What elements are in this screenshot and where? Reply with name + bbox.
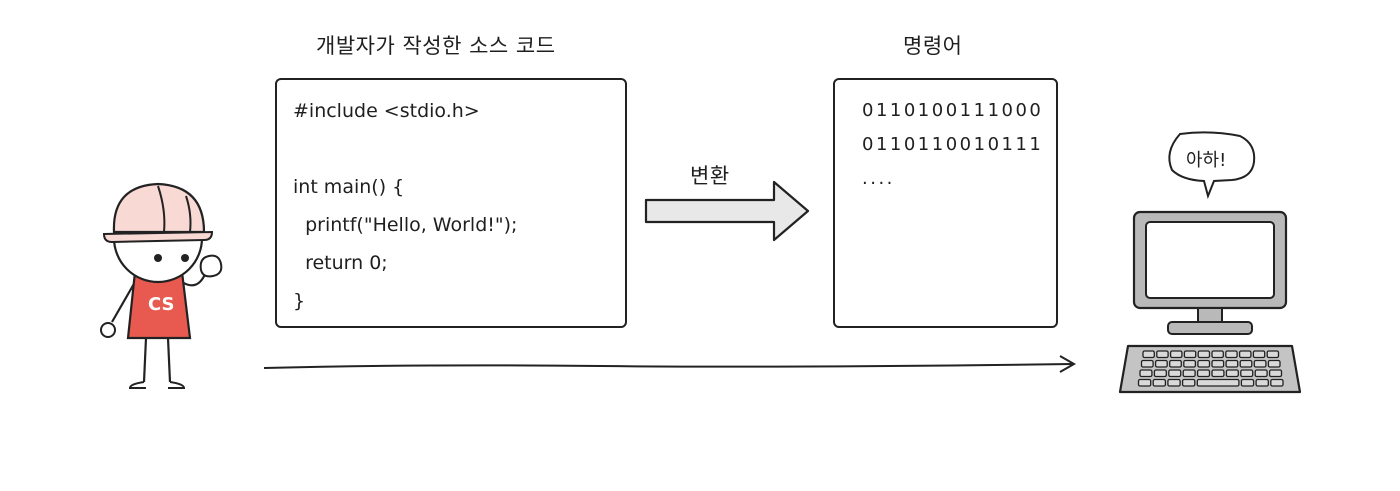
- keyboard-key: [1211, 350, 1224, 359]
- keyboard-key: [1137, 378, 1152, 387]
- source-code-title: 개발자가 작성한 소스 코드: [316, 34, 556, 58]
- keyboard-key: [1183, 359, 1197, 368]
- keyboard-key: [1142, 350, 1155, 359]
- keyboard-key: [1254, 369, 1268, 378]
- keyboard-key: [1153, 369, 1167, 378]
- keyboard-key: [1152, 378, 1167, 387]
- binary-line: ....: [862, 168, 895, 189]
- binary-line: 0110100111000: [862, 100, 1044, 121]
- keyboard-key: [1238, 350, 1252, 359]
- keyboard-key: [1225, 369, 1239, 378]
- keyboard-key: [1253, 359, 1267, 368]
- keyboard-key: [1197, 359, 1211, 368]
- keyboard-key: [1211, 359, 1225, 368]
- speech-bubble-text: 아하!: [1186, 150, 1227, 171]
- code-line: printf("Hello, World!");: [293, 214, 518, 236]
- keyboard-key: [1140, 359, 1154, 368]
- keyboard-key: [1167, 378, 1181, 387]
- developer-badge: CS: [148, 294, 175, 315]
- keyboard-key: [1182, 369, 1196, 378]
- keyboard-key: [1181, 378, 1196, 387]
- helmet: [112, 182, 206, 234]
- keyboard-key: [1225, 350, 1238, 359]
- keyboard-key: [1183, 350, 1197, 359]
- keyboard-key: [1211, 369, 1225, 378]
- keyboard-key: [1225, 359, 1239, 368]
- keyboard-key: [1196, 369, 1211, 378]
- keyboard-key: [1169, 359, 1182, 368]
- keyboard-key: [1139, 369, 1153, 378]
- keyboard-key: [1156, 350, 1169, 359]
- keyboard-key: [1239, 359, 1253, 368]
- code-line: #include <stdio.h>: [293, 100, 480, 122]
- keyboard-key: [1267, 359, 1281, 368]
- keyboard-key: [1268, 369, 1283, 378]
- code-line: int main() {: [293, 176, 405, 198]
- keyboard-key: [1270, 378, 1284, 387]
- binary-line: 0110110010111: [862, 134, 1044, 155]
- keyboard-key: [1240, 369, 1254, 378]
- source-code-box: #include <stdio.h> int main() { printf("…: [275, 78, 627, 328]
- instruction-title: 명령어: [903, 34, 963, 58]
- keyboard-spacebar: [1196, 378, 1240, 387]
- keyboard-key: [1266, 350, 1280, 359]
- keyboard-key: [1168, 369, 1182, 378]
- convert-label: 변환: [690, 164, 730, 188]
- keyboard-key: [1240, 378, 1255, 387]
- instruction-box: 0110100111000 0110110010111 ....: [833, 78, 1058, 328]
- code-line: return 0;: [293, 252, 388, 274]
- keyboard-key: [1252, 350, 1266, 359]
- keyboard-key: [1169, 350, 1183, 359]
- keyboard-key: [1197, 350, 1211, 359]
- code-line: }: [293, 290, 306, 312]
- keyboard-key: [1255, 378, 1269, 387]
- keyboard-key: [1154, 359, 1168, 368]
